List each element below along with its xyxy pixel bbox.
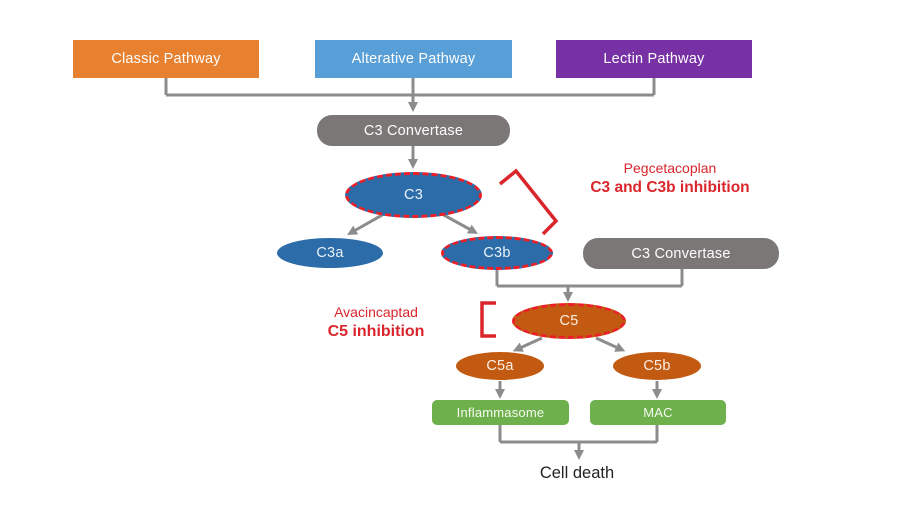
pegcetacoplan-inhibition-bracket (498, 168, 559, 236)
node-c3b: C3b (441, 236, 553, 270)
avacincaptad-drug-name: Avacincaptad (334, 304, 418, 320)
node-inflammasome: Inflammasome (432, 400, 569, 425)
arrow-c3-to-c3b (441, 212, 479, 234)
arrow-c5-to-c5a (512, 336, 543, 352)
outcome-merge-connector (498, 425, 659, 444)
node-c5: C5 (512, 303, 626, 339)
node-c5a: C5a (456, 352, 544, 380)
cell-death-label: Cell death (539, 464, 615, 482)
annotation-pegcetacoplan: Pegcetacoplan C3 and C3b inhibition (558, 160, 782, 198)
node-c3-convertase-top: C3 Convertase (317, 115, 510, 146)
pegcetacoplan-effect: C3 and C3b inhibition (590, 178, 750, 196)
node-lectin-pathway: Lectin Pathway (556, 40, 752, 78)
c3b-convertase-merge-connector (495, 269, 684, 288)
annotation-avacincaptad: Avacincaptad C5 inhibition (290, 304, 462, 342)
node-alterative-pathway: Alterative Pathway (315, 40, 512, 78)
avacincaptad-effect: C5 inhibition (327, 322, 425, 340)
node-mac: MAC (590, 400, 726, 425)
arrow-c5-to-c5b (595, 336, 626, 352)
arrow-c3-to-c3a (347, 212, 385, 235)
node-c3-convertase-right: C3 Convertase (583, 238, 779, 269)
avacincaptad-inhibition-bracket (480, 301, 496, 338)
node-c3: C3 (345, 172, 482, 218)
node-classic-pathway: Classic Pathway (73, 40, 259, 78)
pathways-merge-connector (164, 78, 656, 97)
node-c3a: C3a (277, 238, 383, 268)
pegcetacoplan-drug-name: Pegcetacoplan (623, 160, 717, 176)
node-c5b: C5b (613, 352, 701, 380)
